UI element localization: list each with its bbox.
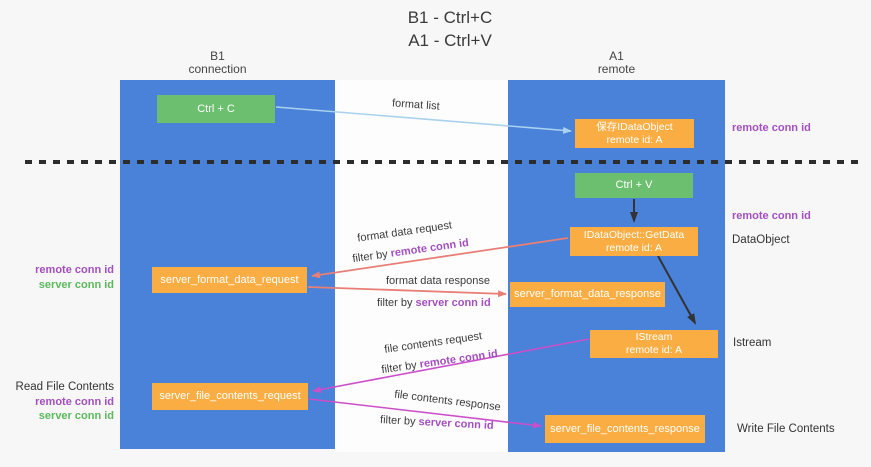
saved-idataobject-line1: 保存IDataObject [596,120,673,133]
title-line-1: B1 - Ctrl+C [407,8,493,27]
left-remote-conn-id-bottom: remote conn id [35,396,114,408]
right-remote-conn-id-mid: remote conn id [732,210,811,222]
lane-b1-title: B1 [210,49,225,63]
server-file-contents-response-label: server_file_contents_response [550,422,700,435]
format-data-response-label: format data response [386,275,490,287]
server-conn-id-text: server conn id [415,297,491,309]
left-server-conn-id-top: server conn id [38,279,114,291]
left-remote-conn-id-top: remote conn id [35,264,114,276]
ctrl-v-node: Ctrl + V [575,173,693,198]
read-file-contents-annotation: Read File Contents [15,381,114,393]
left-server-conn-id-bottom: server conn id [38,410,114,422]
getdata-line2: remote id: A [605,241,663,254]
server-file-contents-request-node: server_file_contents_request [152,383,308,410]
saved-idataobject-line2: remote id: A [606,133,663,146]
server-file-contents-request-label: server_file_contents_request [159,390,301,402]
filter-by-server-conn-id-label-1: filter by server conn id [377,297,491,309]
ctrl-c-node: Ctrl + C [157,95,275,123]
ctrl-c-label: Ctrl + C [197,102,235,115]
dataobject-annotation: DataObject [732,234,790,246]
server-format-data-request-label: server_format_data_request [160,273,299,286]
saved-idataobject-node: 保存IDataObject remote id: A [575,119,694,148]
istream-node: IStream remote id: A [590,330,718,358]
filter-by-text: filter by [379,414,419,429]
istream-line1: IStream [635,331,673,343]
getdata-line1: IDataObject::GetData [583,228,685,241]
istream-annotation: Istream [733,337,772,349]
server-file-contents-response-node: server_file_contents_response [545,415,705,443]
idataobject-getdata-node: IDataObject::GetData remote id: A [570,227,698,256]
server-format-data-response-label: server_format_data_response [514,288,661,300]
lane-header-b1: B1 connection [110,50,325,76]
lane-a1-subtitle: remote [597,62,636,76]
lane-a1-title: A1 [609,49,624,63]
diagram-title: B1 - Ctrl+C A1 - Ctrl+V [300,6,600,52]
right-remote-conn-id-top: remote conn id [732,122,811,134]
dashed-separator-line [25,160,863,164]
lane-header-a1: A1 remote [508,50,725,76]
server-format-data-response-node: server_format_data_response [510,282,665,307]
title-line-2: A1 - Ctrl+V [408,31,492,50]
filter-by-text: filter by [377,297,416,309]
server-format-data-request-node: server_format_data_request [152,267,307,293]
write-file-contents-annotation: Write File Contents [737,423,835,435]
lane-b1-subtitle: connection [188,62,247,76]
ctrl-v-label: Ctrl + V [615,179,653,191]
istream-line2: remote id: A [625,344,683,356]
